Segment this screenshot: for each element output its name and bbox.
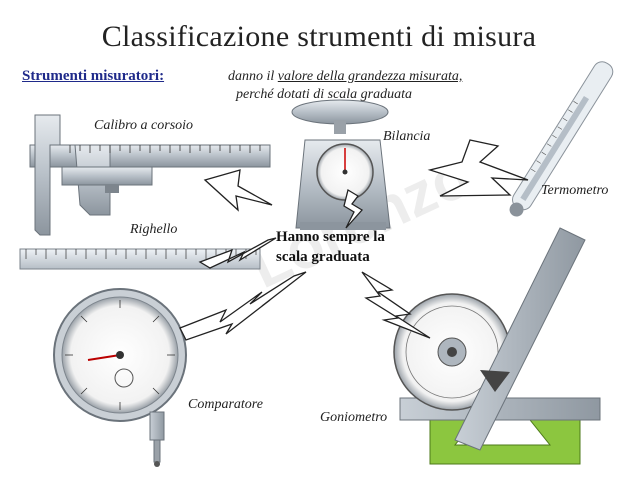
dial-indicator-illustration (53, 288, 187, 467)
description-underlined: valore della grandezza misurata, (277, 69, 463, 84)
center-line-1: Hanno sempre la (276, 229, 385, 245)
bolt-righello (198, 237, 277, 269)
protractor-illustration (393, 227, 601, 465)
page-title: Classificazione strumenti di misura (101, 20, 537, 53)
bolt-calibro (203, 169, 273, 212)
label-bilancia: Bilancia (383, 129, 431, 144)
ruler-illustration (19, 248, 261, 270)
label-calibro: Calibro a corsoio (94, 118, 194, 133)
connector-bolts (179, 139, 529, 341)
bolt-bilancia (343, 188, 364, 229)
label-righello: Righello (130, 222, 178, 237)
label-comparatore: Comparatore (188, 397, 263, 412)
bolt-goniometro (361, 271, 431, 339)
thermometer-illustration (509, 61, 614, 217)
bolt-comparatore (179, 271, 307, 341)
subheading: Strumenti misuratori: (22, 68, 165, 84)
bolt-termometro (427, 139, 529, 197)
center-caption: Hanno sempre la scala graduata (276, 227, 385, 267)
label-goniometro: Goniometro (320, 410, 388, 425)
scale-illustration (291, 99, 391, 230)
center-line-2: scala graduata (276, 249, 370, 265)
label-termometro: Termometro (541, 183, 609, 198)
description-prefix: danno il (228, 69, 278, 84)
description-line-2: perché dotati di scala graduata (236, 87, 413, 102)
caliper-illustration (29, 114, 271, 236)
description-line-1: danno il valore della grandezza misurata… (228, 69, 462, 85)
